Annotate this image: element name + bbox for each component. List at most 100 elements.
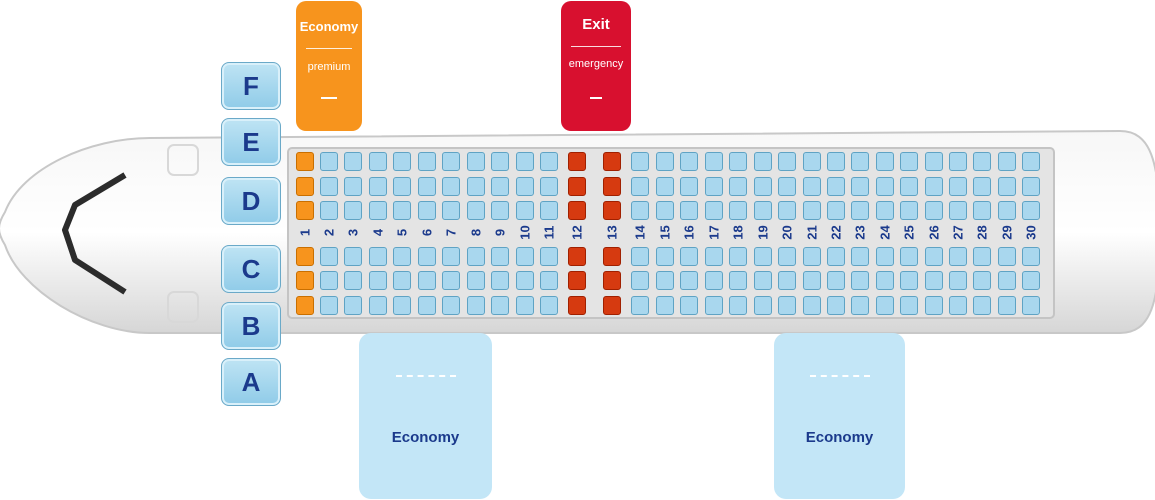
seat-25D[interactable] bbox=[900, 201, 918, 220]
seat-5B[interactable] bbox=[393, 271, 411, 290]
seat-29E[interactable] bbox=[998, 177, 1016, 196]
seat-6A[interactable] bbox=[418, 296, 436, 315]
seat-27B[interactable] bbox=[949, 271, 967, 290]
seat-28D[interactable] bbox=[973, 201, 991, 220]
seat-3C[interactable] bbox=[344, 247, 362, 266]
seat-10F[interactable] bbox=[516, 152, 534, 171]
seat-17D[interactable] bbox=[705, 201, 723, 220]
seat-1A[interactable] bbox=[296, 296, 314, 315]
seat-9A[interactable] bbox=[491, 296, 509, 315]
seat-9B[interactable] bbox=[491, 271, 509, 290]
seat-12B[interactable] bbox=[568, 271, 586, 290]
seat-8E[interactable] bbox=[467, 177, 485, 196]
seat-16E[interactable] bbox=[680, 177, 698, 196]
seat-23B[interactable] bbox=[851, 271, 869, 290]
seat-24A[interactable] bbox=[876, 296, 894, 315]
seat-9C[interactable] bbox=[491, 247, 509, 266]
seat-8D[interactable] bbox=[467, 201, 485, 220]
seat-24D[interactable] bbox=[876, 201, 894, 220]
seat-30A[interactable] bbox=[1022, 296, 1040, 315]
seat-28A[interactable] bbox=[973, 296, 991, 315]
seat-18A[interactable] bbox=[729, 296, 747, 315]
seat-letter-e[interactable]: E bbox=[221, 118, 281, 166]
seat-1C[interactable] bbox=[296, 247, 314, 266]
seat-5A[interactable] bbox=[393, 296, 411, 315]
seat-23E[interactable] bbox=[851, 177, 869, 196]
seat-11C[interactable] bbox=[540, 247, 558, 266]
seat-18C[interactable] bbox=[729, 247, 747, 266]
seat-10C[interactable] bbox=[516, 247, 534, 266]
seat-19A[interactable] bbox=[754, 296, 772, 315]
seat-15C[interactable] bbox=[656, 247, 674, 266]
seat-26E[interactable] bbox=[925, 177, 943, 196]
seat-5F[interactable] bbox=[393, 152, 411, 171]
seat-11A[interactable] bbox=[540, 296, 558, 315]
seat-3D[interactable] bbox=[344, 201, 362, 220]
seat-29F[interactable] bbox=[998, 152, 1016, 171]
seat-23F[interactable] bbox=[851, 152, 869, 171]
seat-27C[interactable] bbox=[949, 247, 967, 266]
seat-15E[interactable] bbox=[656, 177, 674, 196]
seat-26F[interactable] bbox=[925, 152, 943, 171]
seat-letter-a[interactable]: A bbox=[221, 358, 281, 406]
seat-11F[interactable] bbox=[540, 152, 558, 171]
seat-21E[interactable] bbox=[803, 177, 821, 196]
seat-2E[interactable] bbox=[320, 177, 338, 196]
seat-25E[interactable] bbox=[900, 177, 918, 196]
seat-13E[interactable] bbox=[603, 177, 621, 196]
seat-7C[interactable] bbox=[442, 247, 460, 266]
seat-30C[interactable] bbox=[1022, 247, 1040, 266]
seat-16C[interactable] bbox=[680, 247, 698, 266]
seat-18B[interactable] bbox=[729, 271, 747, 290]
economy-premium-tag[interactable]: Economy premium bbox=[296, 1, 362, 131]
seat-8C[interactable] bbox=[467, 247, 485, 266]
seat-7B[interactable] bbox=[442, 271, 460, 290]
seat-17F[interactable] bbox=[705, 152, 723, 171]
seat-18F[interactable] bbox=[729, 152, 747, 171]
seat-13B[interactable] bbox=[603, 271, 621, 290]
seat-22B[interactable] bbox=[827, 271, 845, 290]
seat-11D[interactable] bbox=[540, 201, 558, 220]
seat-13A[interactable] bbox=[603, 296, 621, 315]
seat-5D[interactable] bbox=[393, 201, 411, 220]
seat-6E[interactable] bbox=[418, 177, 436, 196]
seat-22D[interactable] bbox=[827, 201, 845, 220]
seat-26C[interactable] bbox=[925, 247, 943, 266]
seat-29C[interactable] bbox=[998, 247, 1016, 266]
seat-26D[interactable] bbox=[925, 201, 943, 220]
seat-21B[interactable] bbox=[803, 271, 821, 290]
seat-12C[interactable] bbox=[568, 247, 586, 266]
seat-27D[interactable] bbox=[949, 201, 967, 220]
seat-17E[interactable] bbox=[705, 177, 723, 196]
seat-6B[interactable] bbox=[418, 271, 436, 290]
seat-21D[interactable] bbox=[803, 201, 821, 220]
seat-3B[interactable] bbox=[344, 271, 362, 290]
seat-1D[interactable] bbox=[296, 201, 314, 220]
seat-10D[interactable] bbox=[516, 201, 534, 220]
seat-18D[interactable] bbox=[729, 201, 747, 220]
seat-27A[interactable] bbox=[949, 296, 967, 315]
seat-27F[interactable] bbox=[949, 152, 967, 171]
seat-1B[interactable] bbox=[296, 271, 314, 290]
seat-12E[interactable] bbox=[568, 177, 586, 196]
seat-11B[interactable] bbox=[540, 271, 558, 290]
seat-letter-d[interactable]: D bbox=[221, 177, 281, 225]
seat-24F[interactable] bbox=[876, 152, 894, 171]
seat-4A[interactable] bbox=[369, 296, 387, 315]
seat-29D[interactable] bbox=[998, 201, 1016, 220]
seat-4F[interactable] bbox=[369, 152, 387, 171]
seat-2A[interactable] bbox=[320, 296, 338, 315]
seat-25B[interactable] bbox=[900, 271, 918, 290]
seat-16F[interactable] bbox=[680, 152, 698, 171]
seat-20A[interactable] bbox=[778, 296, 796, 315]
seat-3A[interactable] bbox=[344, 296, 362, 315]
seat-15A[interactable] bbox=[656, 296, 674, 315]
seat-18E[interactable] bbox=[729, 177, 747, 196]
seat-30D[interactable] bbox=[1022, 201, 1040, 220]
seat-6C[interactable] bbox=[418, 247, 436, 266]
seat-17C[interactable] bbox=[705, 247, 723, 266]
seat-6F[interactable] bbox=[418, 152, 436, 171]
seat-16D[interactable] bbox=[680, 201, 698, 220]
seat-23D[interactable] bbox=[851, 201, 869, 220]
seat-7A[interactable] bbox=[442, 296, 460, 315]
